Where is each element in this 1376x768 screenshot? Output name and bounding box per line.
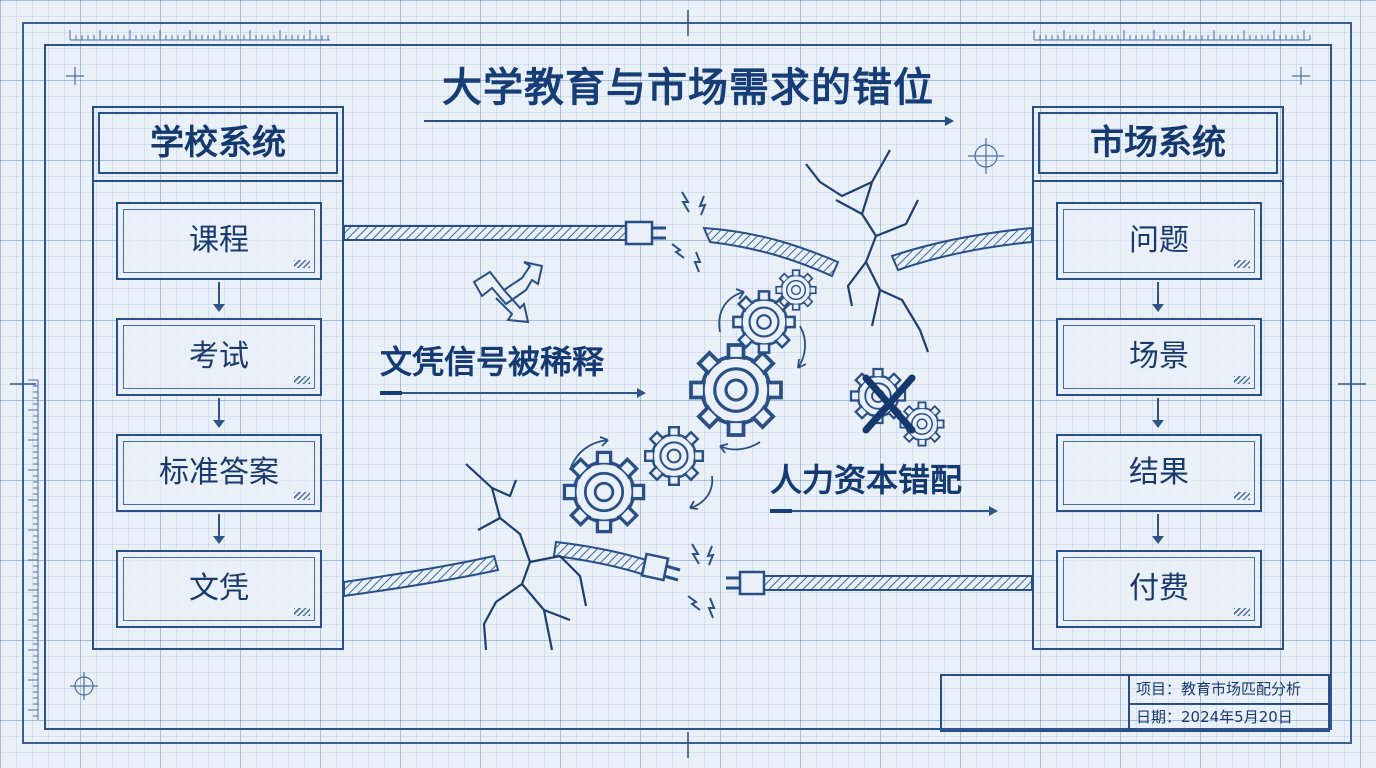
step-label: 文凭 <box>189 571 249 606</box>
market-system-column: 市场系统 <box>1032 106 1284 650</box>
down-arrow <box>213 514 225 544</box>
lower-cable-right <box>726 570 1033 596</box>
signal-diluted-note: 文凭信号被稀释 <box>380 343 605 381</box>
hatch-mark <box>1234 376 1250 384</box>
lower-cable-left <box>343 540 681 598</box>
signal-diluted-underline <box>380 388 646 398</box>
step-label: 场景 <box>1129 339 1189 374</box>
down-arrow <box>1152 282 1164 312</box>
crack-upper <box>805 149 930 353</box>
upper-cable-right <box>702 226 1033 278</box>
market-step-problem: 问题 <box>1056 202 1262 280</box>
step-label: 标准答案 <box>159 455 279 490</box>
step-label: 付费 <box>1129 571 1189 606</box>
school-step-exam: 考试 <box>116 318 322 396</box>
inner-frame <box>44 44 1332 730</box>
down-arrow <box>213 398 225 428</box>
down-arrow <box>213 282 225 312</box>
date-field: 日期：2024年5月20日 <box>1128 704 1328 731</box>
hatch-mark <box>294 492 310 500</box>
school-step-course: 课程 <box>116 202 322 280</box>
ruler-tick-marks <box>28 30 1311 717</box>
outer-frame <box>22 22 1352 744</box>
zigzag-arrow-icon <box>472 261 544 324</box>
market-step-payment: 付费 <box>1056 550 1262 628</box>
capital-mismatch-note: 人力资本错配 <box>770 461 963 499</box>
school-step-standard-answer: 标准答案 <box>116 434 322 512</box>
step-label: 问题 <box>1129 223 1189 258</box>
title-block: 项目：教育市场匹配分析 日期：2024年5月20日 <box>940 674 1330 732</box>
capital-mismatch-underline <box>770 506 998 516</box>
market-system-header: 市场系统 <box>1038 112 1278 174</box>
hatch-mark <box>1234 260 1250 268</box>
market-step-scenario: 场景 <box>1056 318 1262 396</box>
hatch-mark <box>1234 492 1250 500</box>
market-step-result: 结果 <box>1056 434 1262 512</box>
upper-cable-left <box>343 220 666 246</box>
down-arrow <box>1152 398 1164 428</box>
project-field: 项目：教育市场匹配分析 <box>1128 676 1328 705</box>
broken-gears-icon <box>849 367 945 447</box>
hatch-mark <box>294 376 310 384</box>
step-label: 考试 <box>189 339 249 374</box>
spark-icons <box>671 191 716 619</box>
crack-lower <box>465 463 588 651</box>
column-divider <box>94 180 342 182</box>
hatch-mark <box>294 608 310 616</box>
title-underline <box>424 116 954 126</box>
down-arrow <box>1152 514 1164 544</box>
crosshair-marks <box>66 67 1310 700</box>
hatch-mark <box>294 260 310 268</box>
school-system-header: 学校系统 <box>98 112 338 174</box>
page-title: 大学教育与市场需求的错位 <box>442 65 934 111</box>
hatch-mark <box>1234 608 1250 616</box>
column-divider <box>1034 180 1282 182</box>
school-system-column: 学校系统 <box>92 106 344 650</box>
school-step-diploma: 文凭 <box>116 550 322 628</box>
gear-rotation-arrows <box>569 288 807 510</box>
registration-marks <box>10 10 1366 758</box>
step-label: 课程 <box>189 223 249 258</box>
step-label: 结果 <box>1129 455 1189 490</box>
